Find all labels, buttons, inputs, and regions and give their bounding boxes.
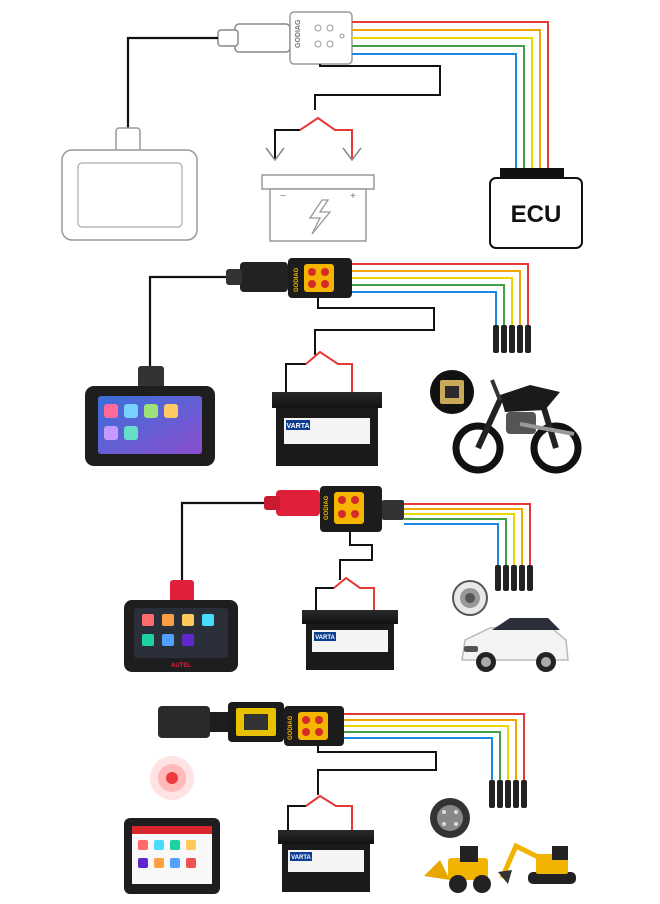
godiag-label-4: GODIAG [288,715,294,740]
breakout-box-row3: GODIAG [320,486,404,532]
diagnostic-tablet-black [85,366,215,466]
connector-thumbnail-row4 [430,798,470,838]
diagnostic-tablet-autel: AUTEL [124,580,238,672]
godiag-breakout-box-outline: GODIAG [289,11,353,65]
car-suv-illustration [461,618,569,672]
row1-color-wires [352,21,549,170]
row3-car-setup: GODIAG [124,486,569,672]
row4-color-wires [344,713,525,780]
row3-color-wires [404,503,531,565]
diagnostic-tablet-launch [124,818,220,894]
varta-label-2: VARTA [286,423,309,430]
connector-thumbnail-row2 [430,370,474,414]
varta-label-3: VARTA [315,635,335,641]
varta-label-4: VARTA [291,855,311,861]
battery-plus-label: + [350,191,356,202]
lightning-icon [308,199,332,235]
godiag-label-2: GODIAG [294,267,300,292]
row3-probe-tips [495,565,533,591]
row1-line-drawing: GODIAG [61,11,583,249]
battery-outline: − + [261,116,375,242]
connector-thumbnail-row3 [452,580,488,616]
godiag-label-3: GODIAG [324,495,330,520]
tablet-outline [61,127,198,241]
breakout-box-row4: GODIAG [284,706,344,746]
motorcycle-illustration [452,379,582,474]
battery-varta-row4: VARTA [278,794,374,892]
vci-adapter [158,702,284,742]
breakout-box-row2: GODIAG [288,258,352,298]
obd-connector-red [264,490,320,516]
excavator-illustration [498,842,576,884]
row4-heavy-duty-setup: GODIAG [124,702,576,894]
battery-minus-label: − [280,191,286,202]
godiag-label: GODIAG [295,19,302,48]
wireless-signal-icon [150,756,194,800]
battery-varta-row2: VARTA [272,350,382,466]
obd-connector-outline [217,23,291,53]
ecu-module: ECU [489,168,583,249]
row2-color-wires [352,263,529,325]
ecu-label: ECU [511,201,562,228]
row4-probe-tips [489,780,527,808]
wheel-loader-illustration [424,846,491,893]
row2-motorcycle-setup: GODIAG [85,258,582,474]
autel-label: AUTEL [171,663,191,669]
battery-varta-row3: VARTA [302,576,398,670]
obd-connector-black [226,262,288,292]
row2-probe-tips [493,325,531,353]
